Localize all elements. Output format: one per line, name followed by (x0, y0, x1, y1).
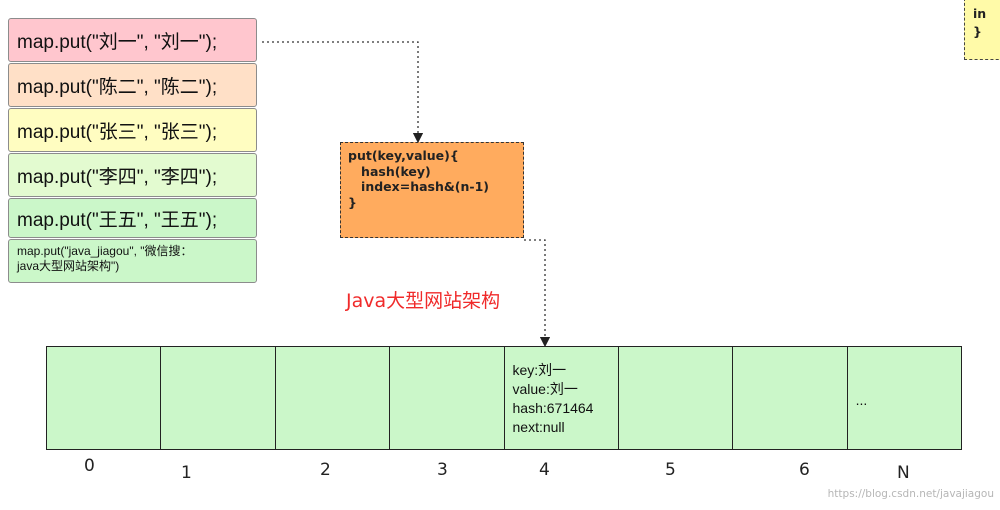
function-line: } (348, 194, 357, 210)
put-call-text-line1: map.put("java_jiagou", "微信搜： (17, 244, 193, 258)
put-call-box: map.put("张三", "张三"); (8, 108, 257, 152)
caption-text: Java大型网站架构 (346, 290, 501, 312)
hash-table-array: key:刘一 value:刘一 hash:671464 next:null ..… (46, 346, 962, 450)
bucket-0 (47, 347, 162, 449)
put-call-box: map.put("java_jiagou", "微信搜： java大型网站架构"… (8, 239, 257, 283)
index-label: 6 (799, 460, 810, 480)
index-label: 4 (539, 460, 550, 480)
bucket-2 (275, 347, 391, 449)
watermark-text: https://blog.csdn.net/javajiagou (827, 488, 994, 500)
put-call-text-line2: java大型网站架构") (17, 259, 120, 273)
corner-code-box: in } (964, 0, 1000, 60)
bucket-ellipsis: ... (855, 392, 868, 408)
index-label: 0 (84, 456, 95, 476)
bucket-entry-line: value:刘一 (512, 381, 578, 397)
bucket-4: key:刘一 value:刘一 hash:671464 next:null (504, 347, 619, 449)
put-call-box: map.put("王五", "王五"); (8, 198, 257, 238)
index-label: N (897, 463, 910, 483)
put-call-box: map.put("陈二", "陈二"); (8, 63, 257, 107)
function-line: index=hash&(n-1) (348, 179, 489, 194)
bucket-entry-line: key:刘一 (512, 362, 567, 378)
put-function-box: put(key,value){ hash(key) index=hash&(n-… (340, 142, 524, 238)
bucket-entry-line: next:null (512, 419, 565, 435)
arrow-function-to-bucket (524, 239, 551, 348)
put-call-text: map.put("李四", "李四"); (17, 166, 218, 188)
bucket-1 (161, 347, 276, 449)
put-call-box: map.put("刘一", "刘一"); (8, 18, 257, 62)
bucket-n: ... (847, 347, 961, 449)
put-call-text: map.put("陈二", "陈二"); (17, 76, 218, 98)
put-call-box: map.put("李四", "李四"); (8, 153, 257, 197)
function-line: hash(key) (348, 163, 431, 179)
corner-line: } (973, 24, 982, 39)
arrow-put-to-function (262, 41, 424, 144)
put-call-text: map.put("张三", "张三"); (17, 121, 218, 143)
put-call-text: map.put("刘一", "刘一"); (17, 31, 218, 53)
index-label: 3 (437, 460, 448, 480)
bucket-3 (390, 347, 505, 449)
index-label: 5 (665, 460, 676, 480)
function-line: put(key,value){ (348, 148, 459, 163)
index-label: 2 (320, 460, 331, 480)
bucket-6 (733, 347, 848, 449)
put-call-text: map.put("王五", "王五"); (17, 209, 218, 231)
index-label: 1 (181, 463, 192, 483)
bucket-entry-line: hash:671464 (512, 400, 594, 416)
bucket-5 (618, 347, 734, 449)
corner-line: in (973, 6, 987, 21)
